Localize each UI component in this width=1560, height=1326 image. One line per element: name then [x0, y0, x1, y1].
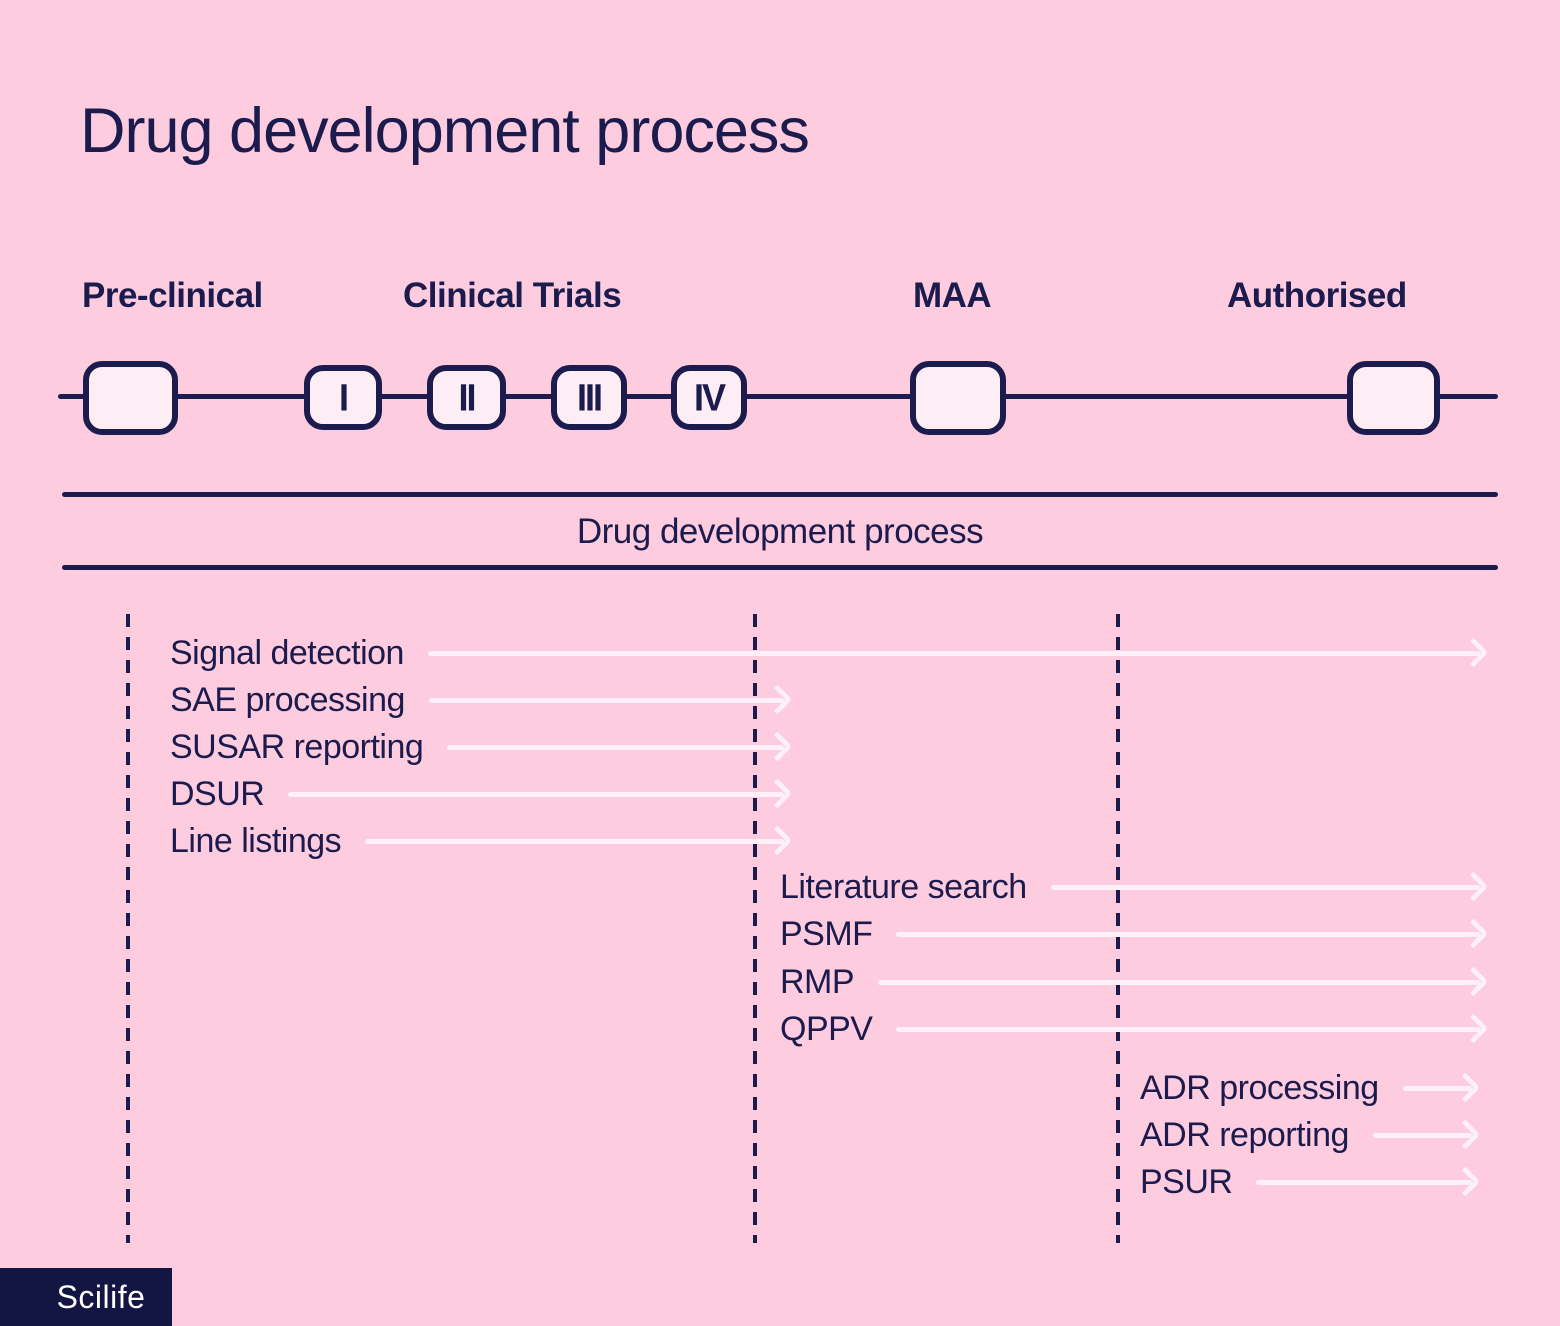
timeline-arrow — [1372, 1119, 1481, 1149]
activity-label: ADR processing — [1140, 1068, 1379, 1107]
arrow-line — [1256, 1179, 1472, 1185]
arrow-line — [447, 744, 784, 750]
stage-label-clinical-trials: Clinical Trials — [403, 276, 622, 315]
arrow-head-icon — [762, 731, 793, 761]
activity-label: PSUR — [1140, 1162, 1233, 1201]
arrow-line — [288, 791, 784, 797]
activity-row-psur: PSUR — [1140, 1159, 1481, 1205]
activity-label: ADR reporting — [1140, 1115, 1349, 1154]
timeline-arrow — [1050, 871, 1489, 901]
timeline-arrow — [365, 825, 793, 855]
activity-label: Literature search — [780, 867, 1027, 906]
activity-row-psmf: PSMF — [780, 911, 1489, 957]
stage-label-maa: MAA — [913, 276, 992, 315]
activity-row-qppv: QPPV — [780, 1006, 1489, 1052]
activity-label: RMP — [780, 962, 855, 1001]
activity-row-signal-detection: Signal detection — [170, 630, 1489, 676]
timeline-arrow — [447, 731, 793, 761]
activity-label: QPPV — [780, 1009, 873, 1048]
arrow-head-icon — [1450, 1072, 1481, 1102]
activity-label: DSUR — [170, 774, 265, 813]
arrow-line — [896, 931, 1480, 937]
phase-divider-maa-start — [753, 614, 757, 1243]
activity-row-adr-processing: ADR processing — [1140, 1065, 1481, 1111]
activity-row-susar-reporting: SUSAR reporting — [170, 724, 793, 770]
activity-row-dsur: DSUR — [170, 771, 793, 817]
activity-row-line-listings: Line listings — [170, 818, 793, 864]
timeline-node-authorised — [1347, 361, 1440, 435]
banner-label: Drug development process — [576, 512, 984, 551]
timeline-arrow — [428, 684, 793, 714]
timeline-node-pre-clinical — [83, 361, 178, 435]
stage-label-pre-clinical: Pre-clinical — [82, 276, 263, 315]
phase-numeral: IV — [693, 375, 726, 419]
scilife-logo: Scilife — [0, 1268, 172, 1326]
scilife-logo-text: Scilife — [56, 1278, 146, 1315]
page-title: Drug development process — [80, 96, 810, 166]
arrow-line — [1402, 1085, 1472, 1091]
arrow-line — [1050, 884, 1480, 890]
banner-top-line — [62, 492, 1498, 497]
activity-label: SUSAR reporting — [170, 727, 424, 766]
timeline-node-maa — [910, 361, 1006, 435]
timeline-arrow — [1402, 1072, 1481, 1102]
arrow-head-icon — [762, 825, 793, 855]
activity-row-rmp: RMP — [780, 959, 1489, 1005]
arrow-head-icon — [1450, 1119, 1481, 1149]
banner-bottom-line — [62, 565, 1498, 570]
timeline-node-phase-3: III — [551, 365, 627, 430]
arrow-head-icon — [762, 684, 793, 714]
timeline-node-phase-2: II — [427, 365, 506, 430]
arrow-head-icon — [1450, 1166, 1481, 1196]
timeline-node-phase-4: IV — [671, 365, 747, 430]
arrow-line — [428, 697, 784, 703]
stage-label-authorised: Authorised — [1227, 276, 1407, 315]
activity-label: SAE processing — [170, 680, 405, 719]
arrow-line — [878, 979, 1480, 985]
arrow-head-icon — [1458, 966, 1489, 996]
activity-row-literature-search: Literature search — [780, 864, 1489, 910]
arrow-head-icon — [762, 778, 793, 808]
phase-divider-authorised-start — [1116, 614, 1120, 1243]
arrow-line — [365, 838, 784, 844]
timeline-node-phase-1: I — [304, 365, 382, 430]
arrow-head-icon — [1458, 871, 1489, 901]
arrow-head-icon — [1458, 1013, 1489, 1043]
timeline-arrow — [896, 1013, 1489, 1043]
timeline-arrow — [288, 778, 793, 808]
arrow-line — [1372, 1132, 1472, 1138]
phase-numeral: II — [458, 375, 476, 419]
activity-label: PSMF — [780, 914, 873, 953]
arrow-head-icon — [1458, 918, 1489, 948]
arrow-head-icon — [1458, 637, 1489, 667]
activity-label: Line listings — [170, 821, 342, 860]
timeline-line — [58, 394, 1498, 399]
activity-row-sae-processing: SAE processing — [170, 677, 793, 723]
activity-label: Signal detection — [170, 633, 404, 672]
phase-divider-clinical-start — [126, 614, 130, 1243]
timeline-arrow — [427, 637, 1489, 667]
activity-row-adr-reporting: ADR reporting — [1140, 1112, 1481, 1158]
arrow-line — [427, 650, 1480, 656]
phase-numeral: III — [576, 375, 603, 419]
timeline-arrow — [878, 966, 1489, 996]
timeline-arrow — [896, 918, 1489, 948]
arrow-line — [896, 1026, 1480, 1032]
timeline-arrow — [1256, 1166, 1481, 1196]
phase-numeral: I — [338, 375, 349, 419]
